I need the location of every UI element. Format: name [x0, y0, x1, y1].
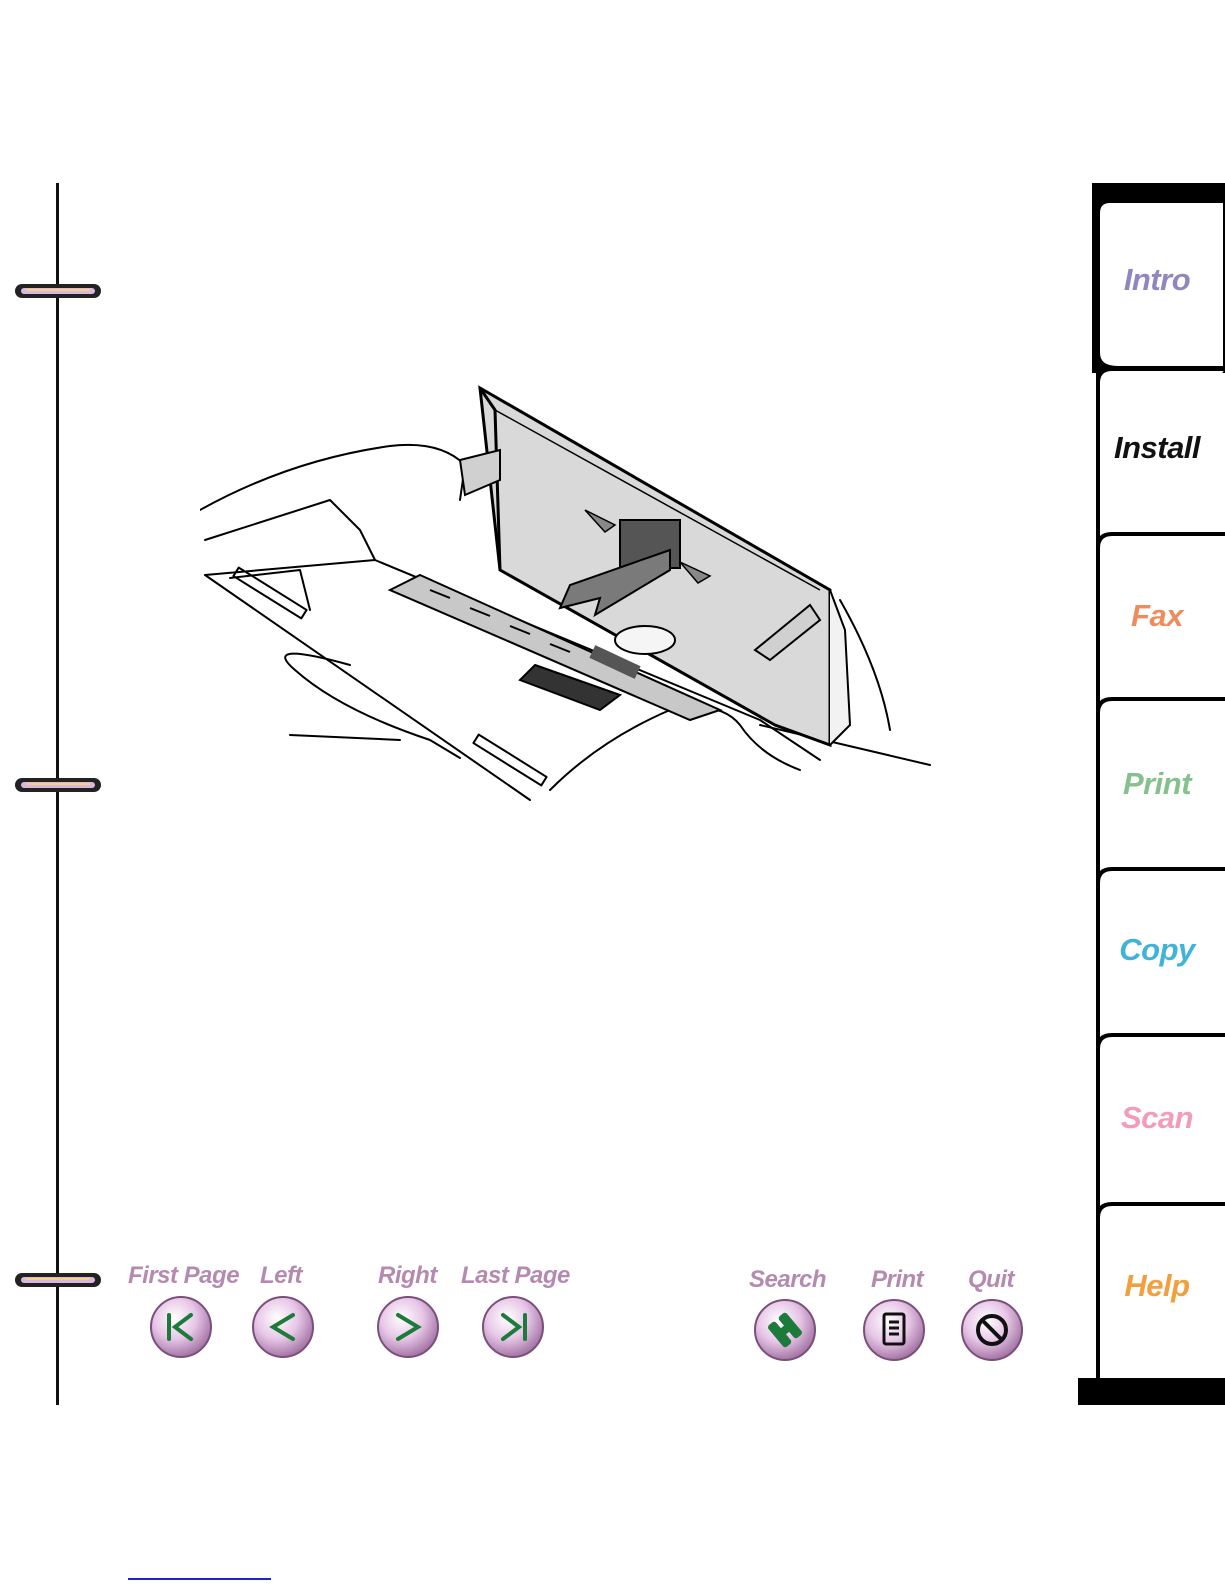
scanner-cover-illustration: [200, 380, 940, 812]
tab-copy[interactable]: Copy: [1092, 932, 1222, 968]
binder-ring-icon: [14, 1271, 102, 1289]
first-page-label: First Page: [128, 1262, 239, 1290]
left-label: Left: [260, 1262, 302, 1290]
right-button[interactable]: [376, 1295, 440, 1359]
bottom-link-rule: [128, 1578, 271, 1580]
search-label: Search: [749, 1266, 826, 1294]
tab-intro[interactable]: Intro: [1092, 262, 1222, 298]
quit-button[interactable]: [960, 1298, 1024, 1362]
binder-spine: [56, 183, 59, 1405]
print-label: Print: [871, 1266, 923, 1294]
quit-label: Quit: [968, 1266, 1014, 1294]
last-page-button[interactable]: [481, 1295, 545, 1359]
left-button[interactable]: [251, 1295, 315, 1359]
tab-print[interactable]: Print: [1092, 766, 1222, 802]
print-button[interactable]: [862, 1298, 926, 1362]
tab-install[interactable]: Install: [1092, 430, 1222, 466]
right-label: Right: [378, 1262, 437, 1290]
binder-ring-icon: [14, 282, 102, 300]
last-page-label: Last Page: [461, 1262, 570, 1290]
first-page-button[interactable]: [149, 1295, 213, 1359]
tab-help[interactable]: Help: [1092, 1268, 1222, 1304]
tab-scan[interactable]: Scan: [1092, 1100, 1222, 1136]
tab-fax[interactable]: Fax: [1092, 598, 1222, 634]
search-button[interactable]: [753, 1298, 817, 1362]
binder-ring-icon: [14, 776, 102, 794]
